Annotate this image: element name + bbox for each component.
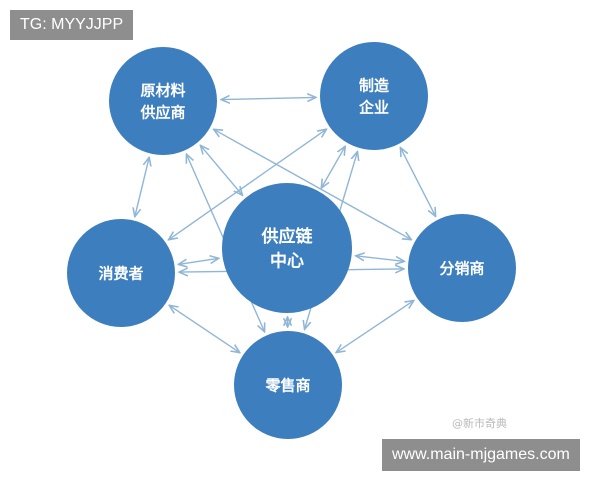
node-circle-raw <box>109 47 217 155</box>
node-label-raw-0: 原材料 <box>140 82 185 100</box>
arrow-raw-core <box>200 145 242 195</box>
node-label-dist-0: 分销商 <box>439 259 484 277</box>
node-dist: 分销商 <box>408 214 516 322</box>
arrow-cons-core <box>178 258 218 264</box>
arrow-dist-retail <box>336 300 414 352</box>
arrow-raw-mfg <box>221 97 316 99</box>
tg-contact-label: TG: MYYJJPP <box>10 10 134 40</box>
source-watermark: @新市奇典 <box>452 417 507 430</box>
node-retail: 零售商 <box>234 331 342 439</box>
node-circle-retail <box>234 331 342 439</box>
node-circle-core <box>222 183 352 313</box>
connection-arrows <box>135 97 436 352</box>
arrow-dist-core <box>356 256 405 262</box>
arrow-mfg-dist <box>400 148 435 217</box>
arrow-mfg-core <box>321 146 345 188</box>
node-label-mfg-1: 企业 <box>358 98 389 116</box>
node-label-core-1: 中心 <box>270 250 304 271</box>
node-label-core-0: 供应链 <box>261 226 314 247</box>
arrow-raw-cons <box>135 157 149 216</box>
node-label-mfg-0: 制造 <box>359 77 389 95</box>
node-label-cons-0: 消费者 <box>98 264 143 282</box>
node-label-raw-1: 供应商 <box>139 103 185 121</box>
node-label-retail-0: 零售商 <box>264 376 310 394</box>
website-url-label: www.main-mjgames.com <box>382 439 580 471</box>
node-circle-mfg <box>320 42 428 150</box>
arrow-cons-retail <box>169 305 240 352</box>
node-cons: 消费者 <box>67 219 175 327</box>
node-circle-dist <box>408 214 516 322</box>
node-circle-cons <box>67 219 175 327</box>
entity-nodes: 原材料供应商制造企业消费者供应链中心分销商零售商 <box>67 42 516 439</box>
arrow-mfg-cons <box>169 129 327 240</box>
